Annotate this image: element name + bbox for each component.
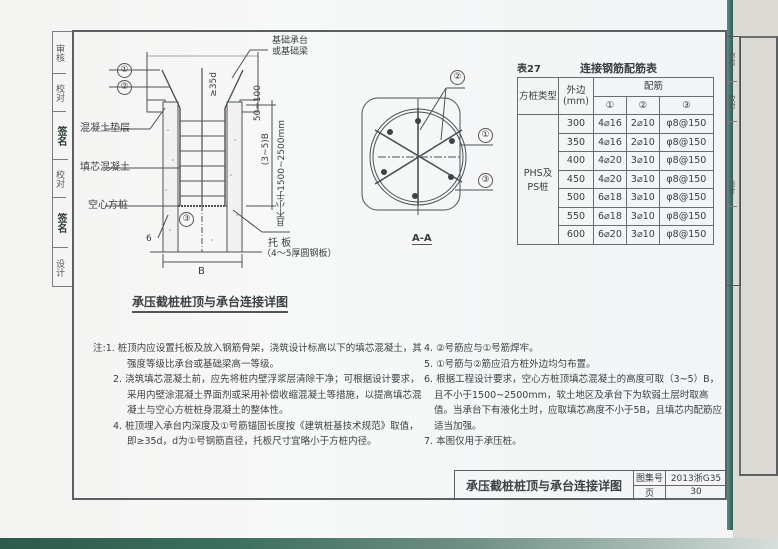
header-rebar: 配筋 [593, 77, 714, 97]
table-number: 表27 [517, 64, 541, 75]
cap-label-alt: 或基础梁 [272, 47, 309, 57]
callout-3: ③ [179, 212, 194, 227]
header-side: 外边(mm) [558, 77, 594, 115]
table-title: 连接钢筋配筋表 [580, 62, 657, 75]
notes-left: 注:1. 桩顶内应设置托板及放入钢筋骨架，浇筑设计标高以下的填芯混凝土，其强度等… [93, 341, 423, 450]
width-dimension: B [198, 266, 205, 277]
header-rebar-2: ② [625, 95, 660, 115]
cushion-label: 混凝土垫层 [80, 123, 130, 134]
note-6: 6. 根据工程设计要求，空心方桩顶填芯混凝土的高度可取（3~5）B，且不小于15… [424, 374, 723, 432]
infill-min-height-label: 且不小于1500~2500mm [277, 120, 287, 227]
drawing-frame [72, 30, 727, 500]
check-signature: 签名 [53, 112, 68, 160]
section-callout-3: ③ [478, 173, 493, 188]
note-5: 5. ①号筋与②筋应沿方桩外边均匀布置。 [424, 358, 596, 370]
cover-dimension: 50~100 [253, 85, 263, 122]
infill-height-label: (3~5)B [261, 133, 271, 166]
page-number: 30 [666, 485, 727, 500]
note-3: 4. 桩顶埋入承台内深度及①号筋锚固长度按《建筑桩基技术规范》取值，即≥35d，… [113, 420, 419, 448]
title-block: 承压截桩桩顶与承台连接详图 图集号 2013浙G35 页 30 [454, 470, 727, 500]
section-callout-1: ① [478, 128, 493, 143]
cap-label: 基础承台 [272, 36, 309, 46]
atlas-number: 2013浙G35 [666, 471, 727, 486]
pile-type-cell: PHS及PS桩 [517, 114, 559, 245]
detail-caption: 承压截桩桩顶与承台连接详图 [132, 293, 289, 313]
header-rebar-3: ③ [658, 95, 715, 115]
review-label: 审核 [53, 32, 66, 74]
atlas-label: 图集号 [634, 471, 666, 486]
check-label-2: 校对 [53, 160, 66, 198]
binding-edge [727, 0, 733, 530]
plate-label: 托 板 [268, 238, 292, 249]
approval-strip: 审核 校对 签名 校对 签名 设计 [52, 31, 72, 287]
note-4: 4. ②号筋应与①号筋焊牢。 [424, 343, 539, 354]
anchor-length-label: ≥35d [209, 72, 219, 97]
callout-2: ② [117, 80, 132, 95]
section-caption: A-A [412, 233, 432, 245]
design-signature: 签名 [53, 198, 68, 248]
page-label: 页 [634, 485, 666, 500]
sheet-title: 承压截桩桩顶与承台连接详图 [455, 471, 634, 500]
note-7: 7. 本图仅用于承压桩。 [424, 436, 522, 447]
design-label: 设计 [54, 259, 64, 277]
adjacent-side-strip: 审核 校对 设计 [727, 36, 741, 286]
desk-surface [0, 538, 778, 549]
callout-1: ① [117, 63, 132, 78]
infill-label: 填芯混凝土 [80, 162, 130, 173]
check-label: 校对 [53, 74, 66, 112]
hollow-pile-label: 空心方桩 [88, 200, 128, 211]
section-callout-2: ② [450, 70, 465, 85]
plate-spec: （4～5厚圆钢板） [262, 249, 337, 259]
header-rebar-1: ① [593, 95, 627, 115]
weld-symbol: 6 [146, 234, 152, 244]
header-type: 方桩类型 [517, 77, 559, 115]
note-1: 注:1. 桩顶内应设置托板及放入钢筋骨架，浇筑设计标高以下的填芯混凝土，其强度等… [93, 343, 422, 370]
notes-right: 4. ②号筋应与①号筋焊牢。 5. ①号筋与②筋应沿方桩外边均匀布置。 6. 根… [424, 341, 724, 450]
note-2: 2. 浇筑填芯混凝土前，应先将桩内壁浮浆层清除干净；可根据设计要求，采用内壁涂混… [113, 374, 422, 416]
